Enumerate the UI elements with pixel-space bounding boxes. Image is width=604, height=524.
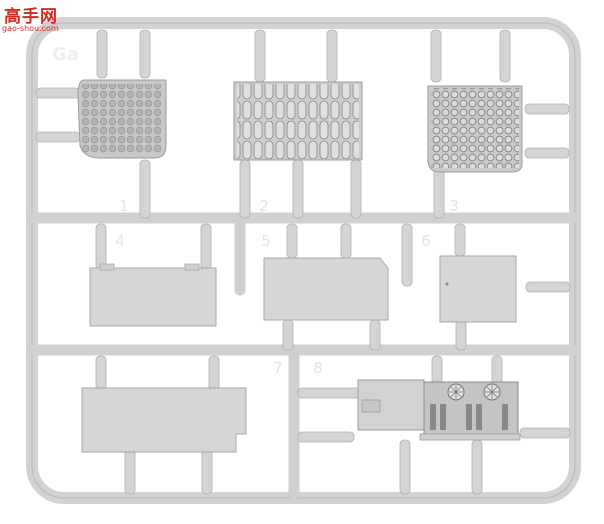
sprue-letter-tag: Ga xyxy=(52,44,79,65)
site-watermark: 高手网 gao-shou.com xyxy=(2,2,76,36)
part-number-1: 1 xyxy=(119,197,129,215)
part-3-ring-rack xyxy=(427,85,523,173)
part-number-2: 2 xyxy=(259,197,269,215)
part-5-plate xyxy=(263,257,389,321)
part-number-4: 4 xyxy=(115,232,125,250)
part-4-plate xyxy=(89,263,217,327)
part-number-3: 3 xyxy=(449,197,459,215)
part-number-6: 6 xyxy=(421,232,431,250)
part-7-plate xyxy=(81,387,247,453)
watermark-url: gao-shou.com xyxy=(2,24,59,33)
part-6-plate xyxy=(439,255,517,323)
part-2-shell-rack xyxy=(233,81,363,161)
part-8-equipment xyxy=(357,379,521,441)
runners xyxy=(28,212,580,500)
part-number-7: 7 xyxy=(273,359,283,377)
gate-stubs xyxy=(35,29,571,495)
part-number-8: 8 xyxy=(313,359,323,377)
part-1-ammo-rack xyxy=(77,79,167,159)
part-number-5: 5 xyxy=(261,232,271,250)
watermark-logo-text: 高手网 xyxy=(4,7,58,27)
